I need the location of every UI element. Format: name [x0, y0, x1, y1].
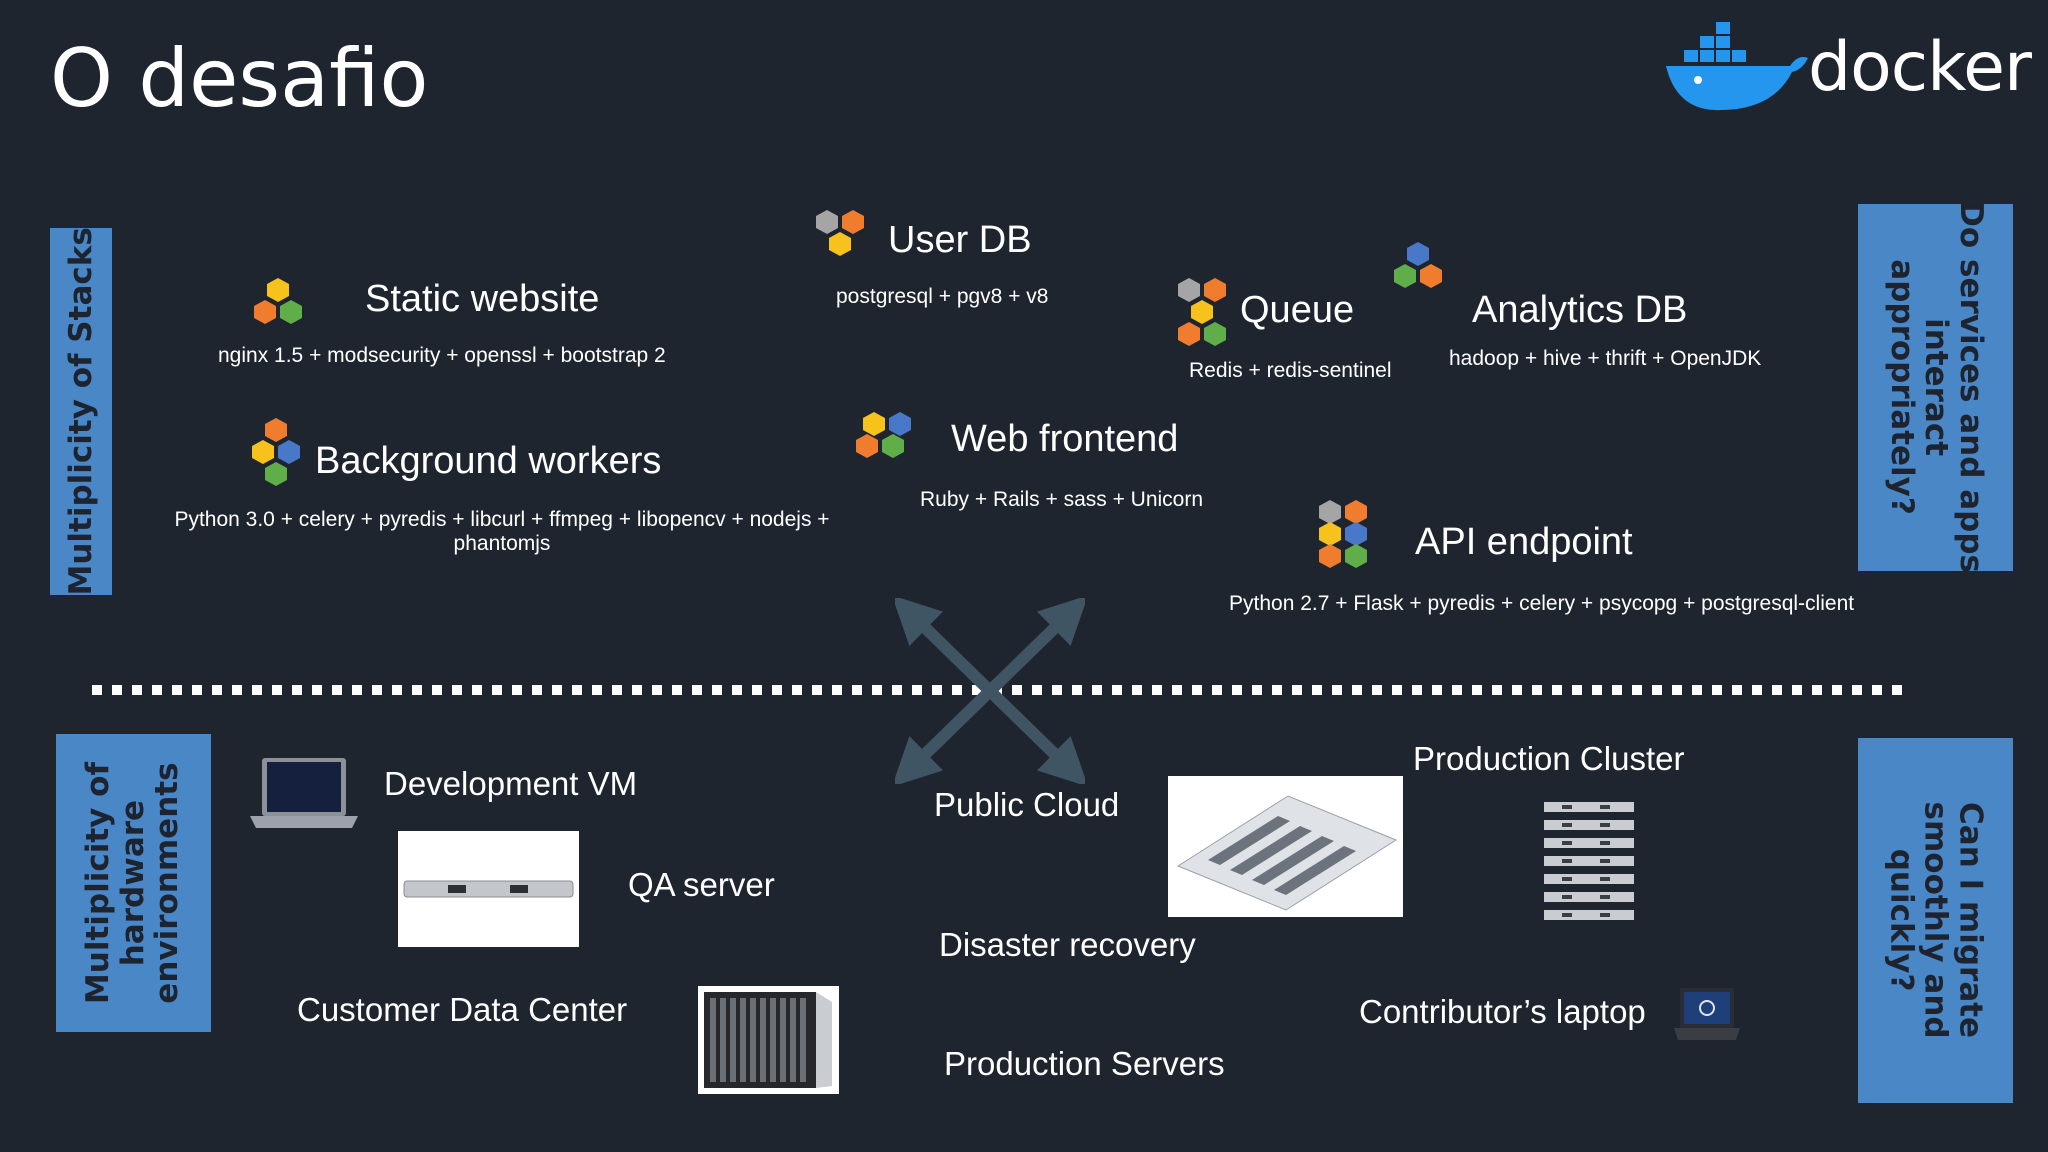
env-qa-server: QA server — [628, 866, 775, 903]
stack-queue-title: Queue — [1240, 289, 1355, 331]
stack-user-db-title: User DB — [888, 219, 1032, 261]
stack-web-frontend-tech: Ruby + Rails + sass + Unicorn — [920, 488, 1204, 511]
contributor-laptop-icon — [1674, 988, 1740, 1040]
stack-background-workers-title: Background workers — [315, 440, 662, 482]
env-production-cluster: Production Cluster — [1413, 740, 1685, 777]
side-label-migrate-text: Can I migrate smoothly and quickly? — [1883, 801, 1989, 1040]
hexagon-cluster-icon — [1178, 278, 1226, 346]
hexagon-cluster-icon — [254, 278, 302, 324]
side-label-interact: Do services and apps interact appropriat… — [1858, 201, 2013, 574]
env-public-cloud: Public Cloud — [934, 786, 1120, 823]
qa-server-image — [398, 831, 579, 947]
side-label-interact-text: Do services and apps interact appropriat… — [1883, 201, 1989, 574]
env-customer-data-center: Customer Data Center — [297, 991, 628, 1028]
side-label-stacks: Multiplicity of Stacks — [50, 227, 112, 596]
env-development-vm: Development VM — [384, 765, 638, 802]
stack-analytics-db-tech: hadoop + hive + thrift + OpenJDK — [1449, 347, 1762, 370]
stack-background-workers-tech: Python 3.0 + celery + pyredis + libcurl … — [174, 508, 830, 555]
customer-data-center-image — [698, 986, 839, 1094]
laptop-icon — [250, 758, 358, 828]
stack-web-frontend-title: Web frontend — [951, 418, 1179, 460]
hexagon-cluster-icon — [816, 210, 864, 256]
side-label-hardware-text: Multiplicity of hardware environments — [80, 761, 186, 1005]
stack-static-website-tech: nginx 1.5 + modsecurity + openssl + boot… — [218, 344, 666, 367]
docker-whale-icon — [1666, 22, 1808, 111]
stack-analytics-db-title: Analytics DB — [1472, 289, 1688, 331]
side-label-stacks-text: Multiplicity of Stacks — [62, 227, 99, 596]
env-production-servers: Production Servers — [944, 1045, 1225, 1082]
hexagon-cluster-icon — [252, 418, 300, 486]
stack-user-db-tech: postgresql + pgv8 + v8 — [836, 285, 1049, 308]
server-rack-icon — [1544, 802, 1634, 920]
stack-queue-tech: Redis + redis-sentinel — [1189, 359, 1392, 382]
hexagon-cluster-icon — [1394, 242, 1442, 288]
public-cloud-datacenter-image — [1168, 776, 1403, 917]
docker-wordmark: docker — [1808, 28, 2032, 107]
docker-logo: docker — [1662, 20, 2032, 120]
side-label-migrate: Can I migrate smoothly and quickly? — [1858, 738, 2013, 1103]
env-contributor-laptop: Contributor’s laptop — [1359, 993, 1646, 1030]
stack-static-website-title: Static website — [365, 278, 600, 320]
side-label-hardware: Multiplicity of hardware environments — [56, 734, 211, 1032]
env-disaster-recovery: Disaster recovery — [939, 926, 1196, 963]
slide-title: O desafio — [50, 32, 429, 125]
hexagon-cluster-icon — [856, 412, 911, 458]
stack-api-endpoint-title: API endpoint — [1415, 521, 1633, 563]
stack-api-endpoint-tech: Python 2.7 + Flask + pyredis + celery + … — [1229, 592, 1855, 615]
hexagon-cluster-icon — [1319, 500, 1367, 568]
cross-arrows-icon — [895, 598, 1085, 784]
